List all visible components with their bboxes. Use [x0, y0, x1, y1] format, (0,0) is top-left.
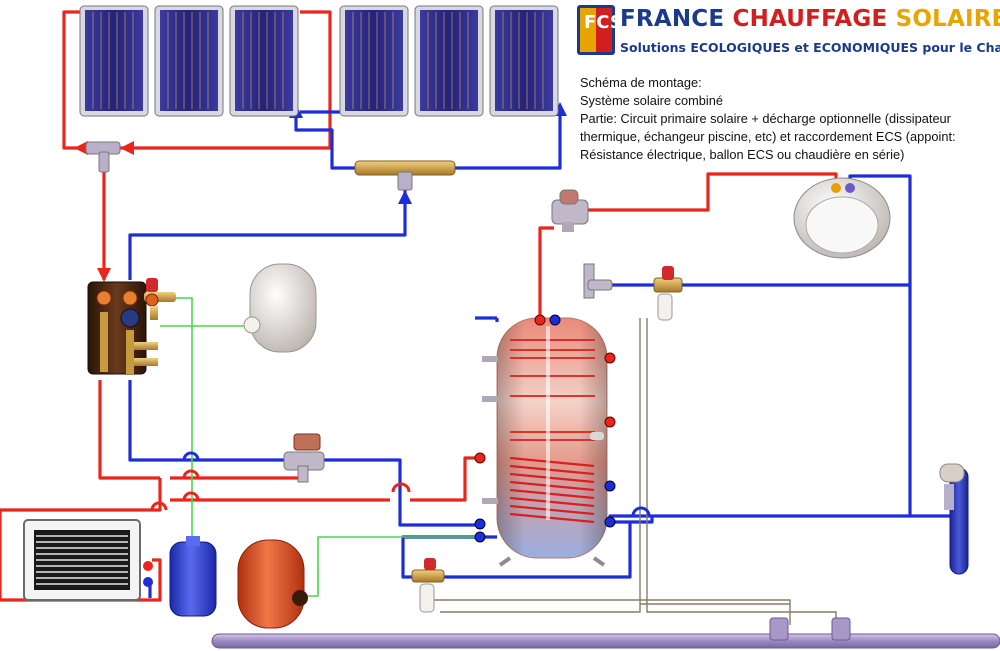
solar-collector-icon — [235, 10, 293, 111]
solar-collector-icon — [160, 10, 218, 111]
brand-mark-icon: FCS — [577, 5, 616, 55]
expansion-vessel-icon — [237, 539, 305, 629]
description-line-1: Schéma de montage: — [580, 75, 702, 90]
description-line-2: Système solaire combiné — [580, 93, 723, 108]
brand-name: FRANCE CHAUFFAGE SOLAIRE — [620, 6, 1000, 32]
solar-pump-station — [87, 278, 176, 375]
expansion-vessel-icon — [169, 541, 217, 617]
arrow-up-icon — [398, 190, 412, 204]
ecs-expansion-vessel — [237, 539, 308, 629]
expansion-lines — [160, 297, 480, 597]
diverter-valve — [283, 433, 325, 483]
hot-pipes — [0, 10, 838, 602]
description-line-3: Partie: Circuit primaire solaire + décha… — [580, 111, 956, 162]
diagram-description: Schéma de montage: Système solaire combi… — [580, 74, 995, 164]
brand-word-3: SOLAIRE — [895, 6, 1000, 32]
drain-lines — [432, 318, 837, 625]
return-main-pipe — [211, 617, 1000, 649]
heat-dissipator — [23, 519, 153, 601]
brand-tagline: Solutions ECOLOGIQUES et ECONOMIQUES pou… — [620, 40, 1000, 55]
solar-collector-icon — [345, 10, 403, 111]
arrow-left-icon — [120, 141, 134, 155]
heater-column — [939, 463, 969, 575]
bottom-safety-valve — [411, 558, 445, 613]
electric-water-heater — [793, 177, 891, 259]
brand-mark-letter-1: FCS — [584, 12, 616, 33]
pipe-crossovers — [150, 451, 651, 517]
arrow-down-icon — [97, 268, 111, 282]
collector-tees — [85, 141, 456, 191]
brand-word-2: CHAUFFAGE — [732, 6, 888, 32]
safety-valve-group — [653, 266, 683, 321]
solar-collector-icon — [420, 10, 478, 111]
brand-logo: FCS FRANCE CHAUFFAGE SOLAIRE Solutions E… — [576, 4, 1000, 66]
solar-collector-icon — [85, 10, 143, 111]
heating-expansion-vessel — [169, 536, 217, 617]
brand-word-1: FRANCE — [620, 6, 725, 32]
thermostatic-mixing-valve — [551, 189, 613, 299]
solar-collector-field-right — [339, 5, 559, 117]
tank-coil — [509, 456, 595, 524]
buffer-storage-tank — [474, 314, 616, 567]
arrow-left-icon — [74, 141, 88, 155]
solar-expansion-vessel — [243, 263, 317, 353]
solar-collector-icon — [495, 10, 553, 111]
expansion-vessel-icon — [249, 263, 317, 353]
solar-collector-field-left — [79, 5, 299, 117]
